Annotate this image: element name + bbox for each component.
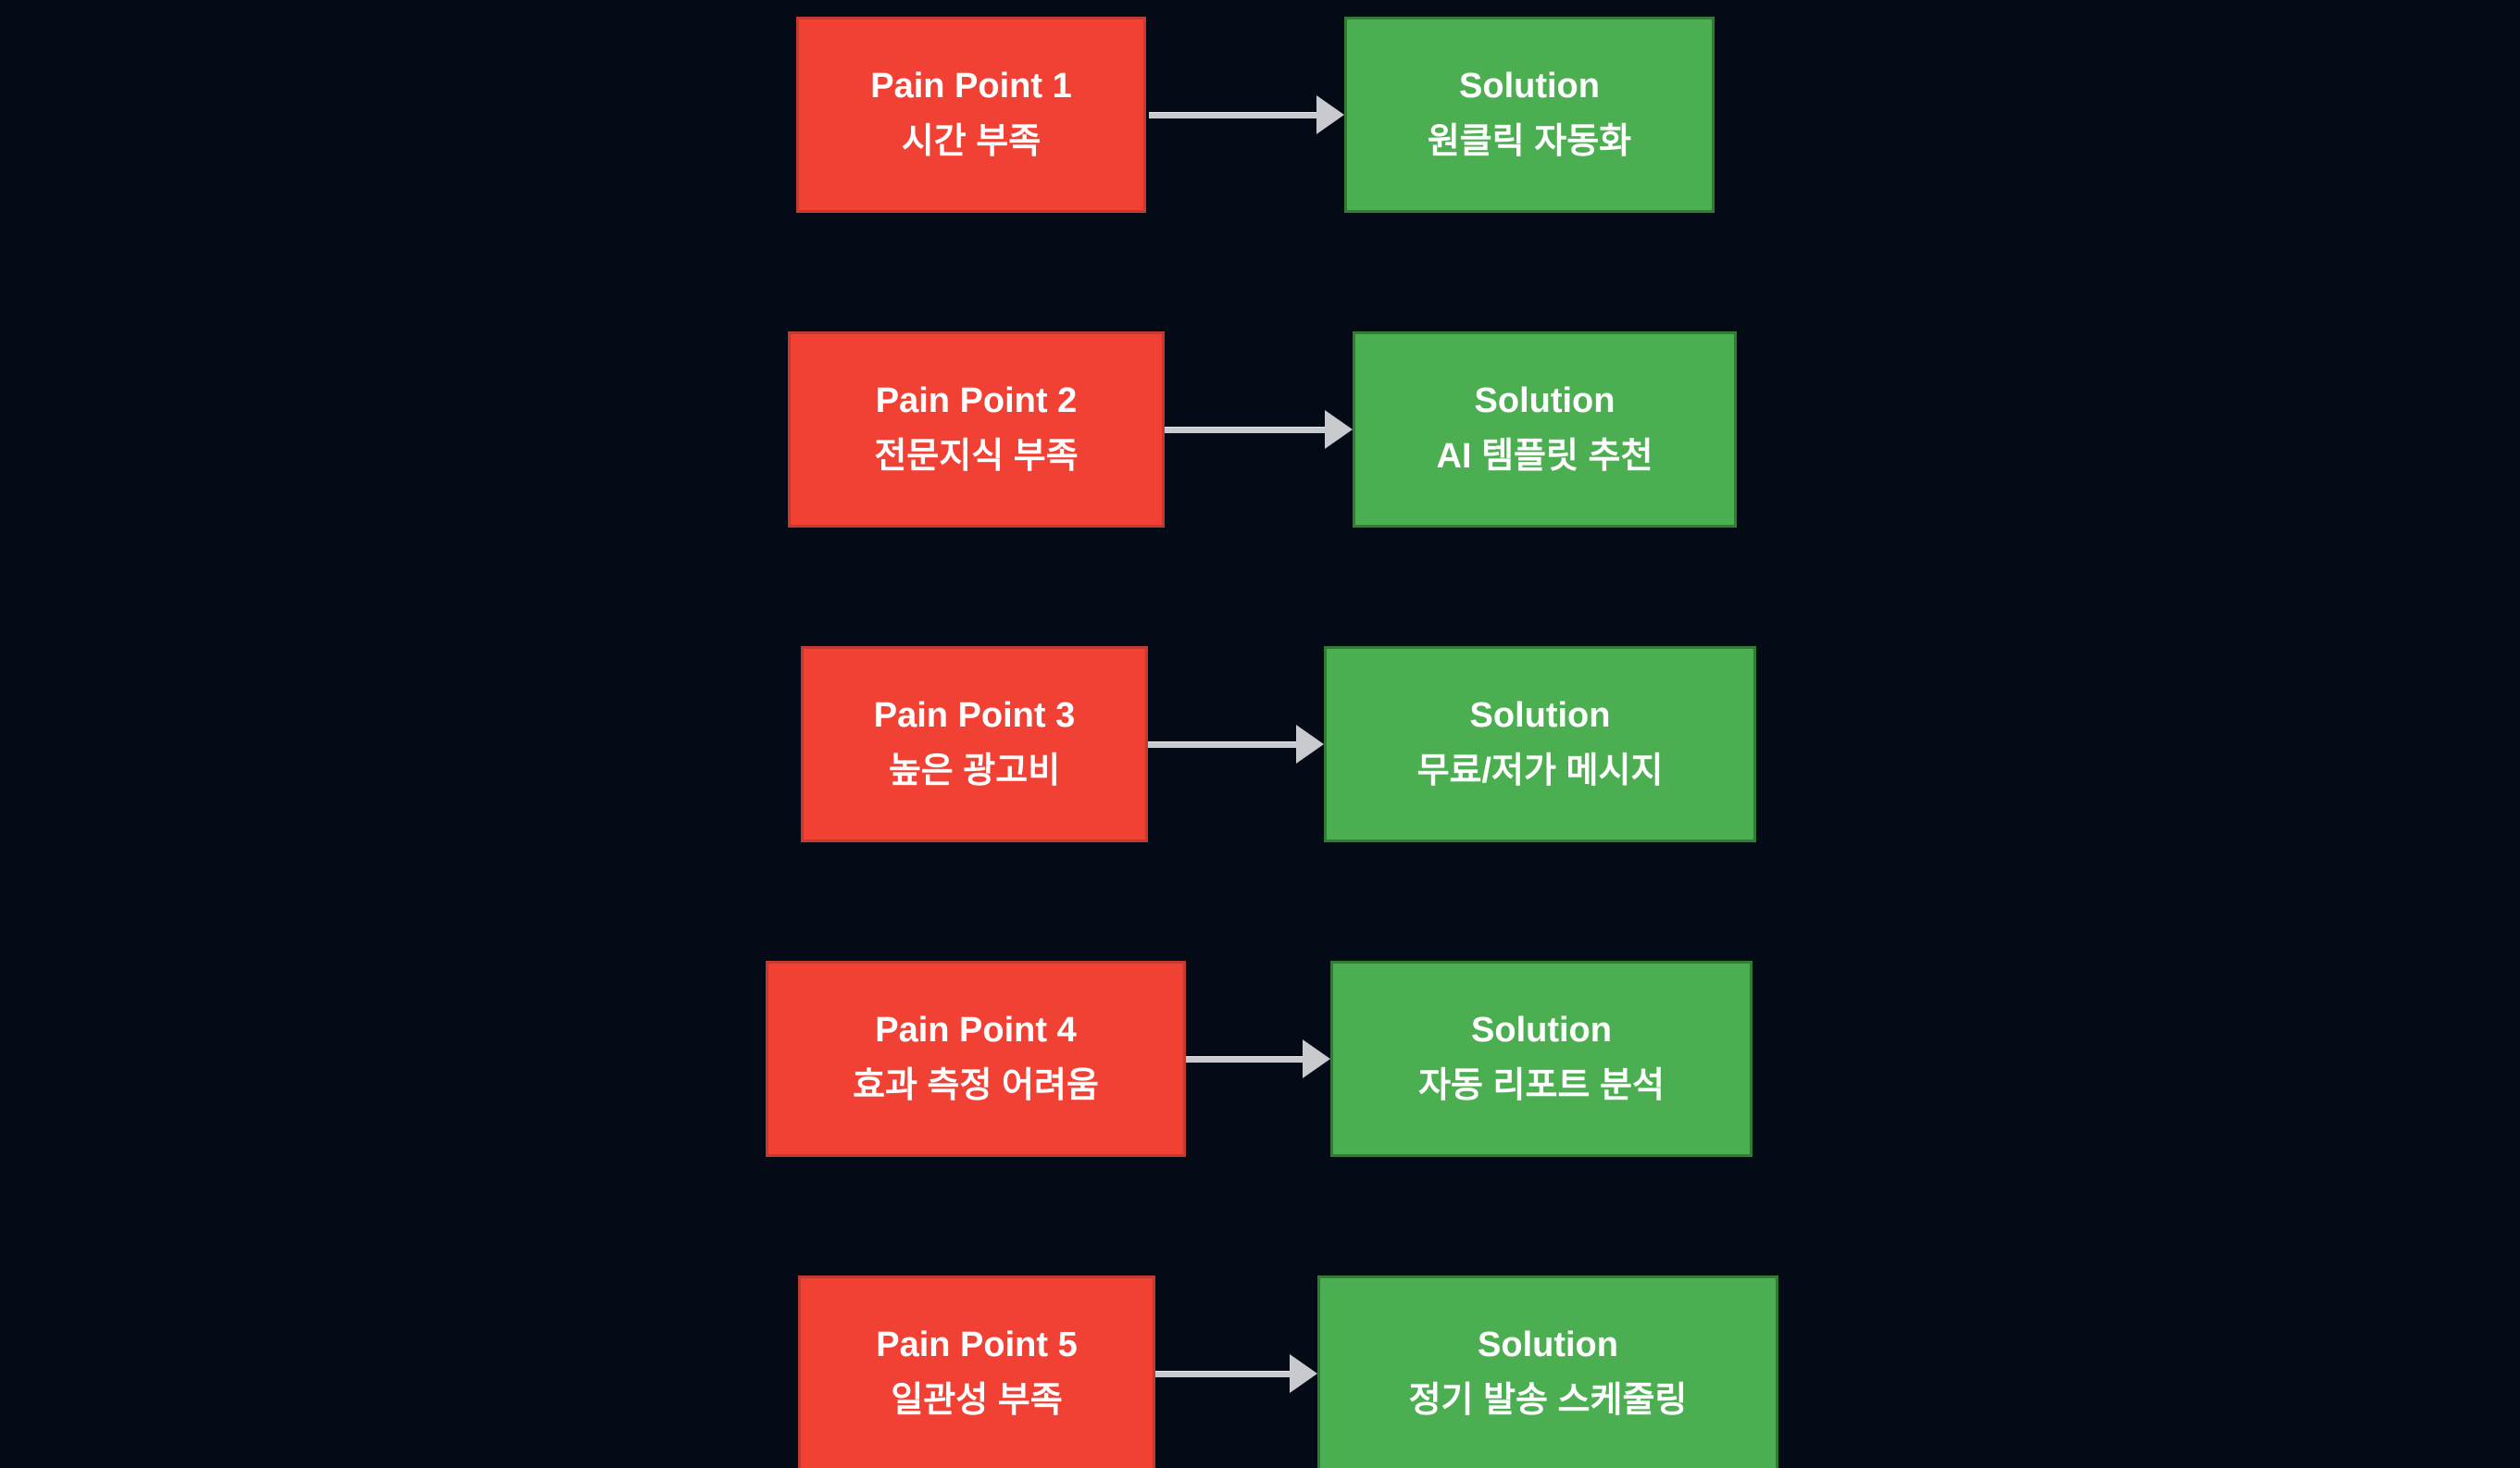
solution-2-title: Solution [1474,381,1616,421]
solution-4-text: 자동 리포트 분석 [1418,1066,1665,1105]
pain-point-1-box: Pain Point 1 시간 부족 [796,17,1146,213]
pain-point-5-box: Pain Point 5 일관성 부족 [798,1275,1155,1468]
arrow-1-head-icon [1316,95,1344,134]
solution-3-box: Solution 무료/저가 메시지 [1324,646,1756,842]
solution-5-title: Solution [1478,1325,1618,1365]
arrow-3-shaft [1148,741,1296,748]
pain-point-3-box: Pain Point 3 높은 광고비 [801,646,1148,842]
pain-point-2-title: Pain Point 2 [875,381,1078,421]
pain-point-4-box: Pain Point 4 효과 측정 어려움 [766,961,1186,1157]
arrow-2-shaft [1165,427,1325,433]
arrow-2-head-icon [1325,410,1353,449]
pain-point-3-text: 높은 광고비 [888,752,1061,790]
arrow-5-head-icon [1290,1354,1317,1393]
solution-5-box: Solution 정기 발송 스케줄링 [1317,1275,1778,1468]
arrow-4-shaft [1186,1056,1303,1063]
solution-4-title: Solution [1471,1011,1612,1051]
solution-2-box: Solution AI 템플릿 추천 [1353,331,1737,528]
pain-point-5-title: Pain Point 5 [876,1325,1078,1365]
pain-point-5-text: 일관성 부족 [891,1381,1063,1420]
solution-1-title: Solution [1459,67,1600,106]
solution-3-text: 무료/저가 메시지 [1416,752,1664,790]
solution-1-text: 원클릭 자동화 [1427,122,1632,161]
arrow-5-shaft [1155,1371,1290,1377]
solution-1-box: Solution 원클릭 자동화 [1344,17,1715,213]
pain-point-3-title: Pain Point 3 [873,696,1076,736]
pain-point-1-text: 시간 부족 [901,122,1042,161]
pain-point-4-text: 효과 측정 어려움 [853,1066,1099,1105]
pain-point-2-box: Pain Point 2 전문지식 부족 [788,331,1165,528]
pain-point-1-title: Pain Point 1 [870,67,1072,106]
arrow-3-head-icon [1296,725,1324,764]
solution-5-text: 정기 발송 스케줄링 [1408,1381,1688,1420]
solution-2-text: AI 템플릿 추천 [1436,437,1653,476]
arrow-1-shaft [1149,112,1316,118]
pain-point-4-title: Pain Point 4 [875,1011,1077,1051]
pain-point-2-text: 전문지식 부족 [874,437,1079,476]
arrow-4-head-icon [1303,1039,1330,1078]
solution-4-box: Solution 자동 리포트 분석 [1330,961,1753,1157]
solution-3-title: Solution [1469,696,1611,736]
